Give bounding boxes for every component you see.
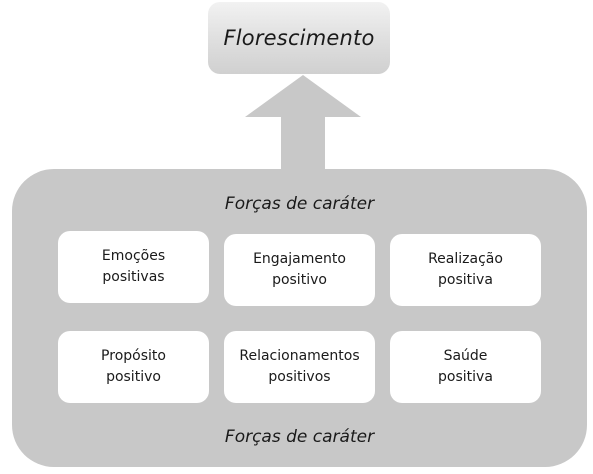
card-positive-achievement: Realização positiva: [390, 234, 541, 306]
card-line: Relacionamentos: [239, 348, 360, 364]
caption-bottom: Forças de caráter: [224, 427, 375, 447]
card-positive-purpose: Propósito positivo: [58, 331, 209, 403]
card-positive-engagement: Engajamento positivo: [224, 234, 375, 306]
card-line: Saúde: [443, 348, 488, 364]
card-line: positiva: [438, 272, 493, 288]
card-line: positivos: [268, 369, 331, 385]
card-line: positivo: [106, 369, 161, 385]
card-positive-health: Saúde positiva: [390, 331, 541, 403]
florescimento-title: Florescimento: [223, 26, 375, 50]
caption-top: Forças de caráter: [224, 194, 375, 214]
florescimento-box: Florescimento: [208, 2, 390, 74]
up-arrow-shape: [245, 75, 361, 181]
card-positive-emotions: Emoções positivas: [58, 231, 209, 303]
card-line: Engajamento: [253, 251, 346, 267]
card-line: Realização: [428, 251, 503, 267]
character-strengths-panel: Forças de caráter Emoções positivas Enga…: [12, 169, 587, 467]
card-line: Propósito: [101, 348, 166, 364]
card-positive-relationships: Relacionamentos positivos: [224, 331, 375, 403]
card-line: positivo: [272, 272, 327, 288]
up-arrow-icon: [245, 75, 361, 181]
card-line: Emoções: [101, 248, 166, 264]
card-line: positivas: [102, 269, 165, 285]
card-line: positiva: [438, 369, 493, 385]
